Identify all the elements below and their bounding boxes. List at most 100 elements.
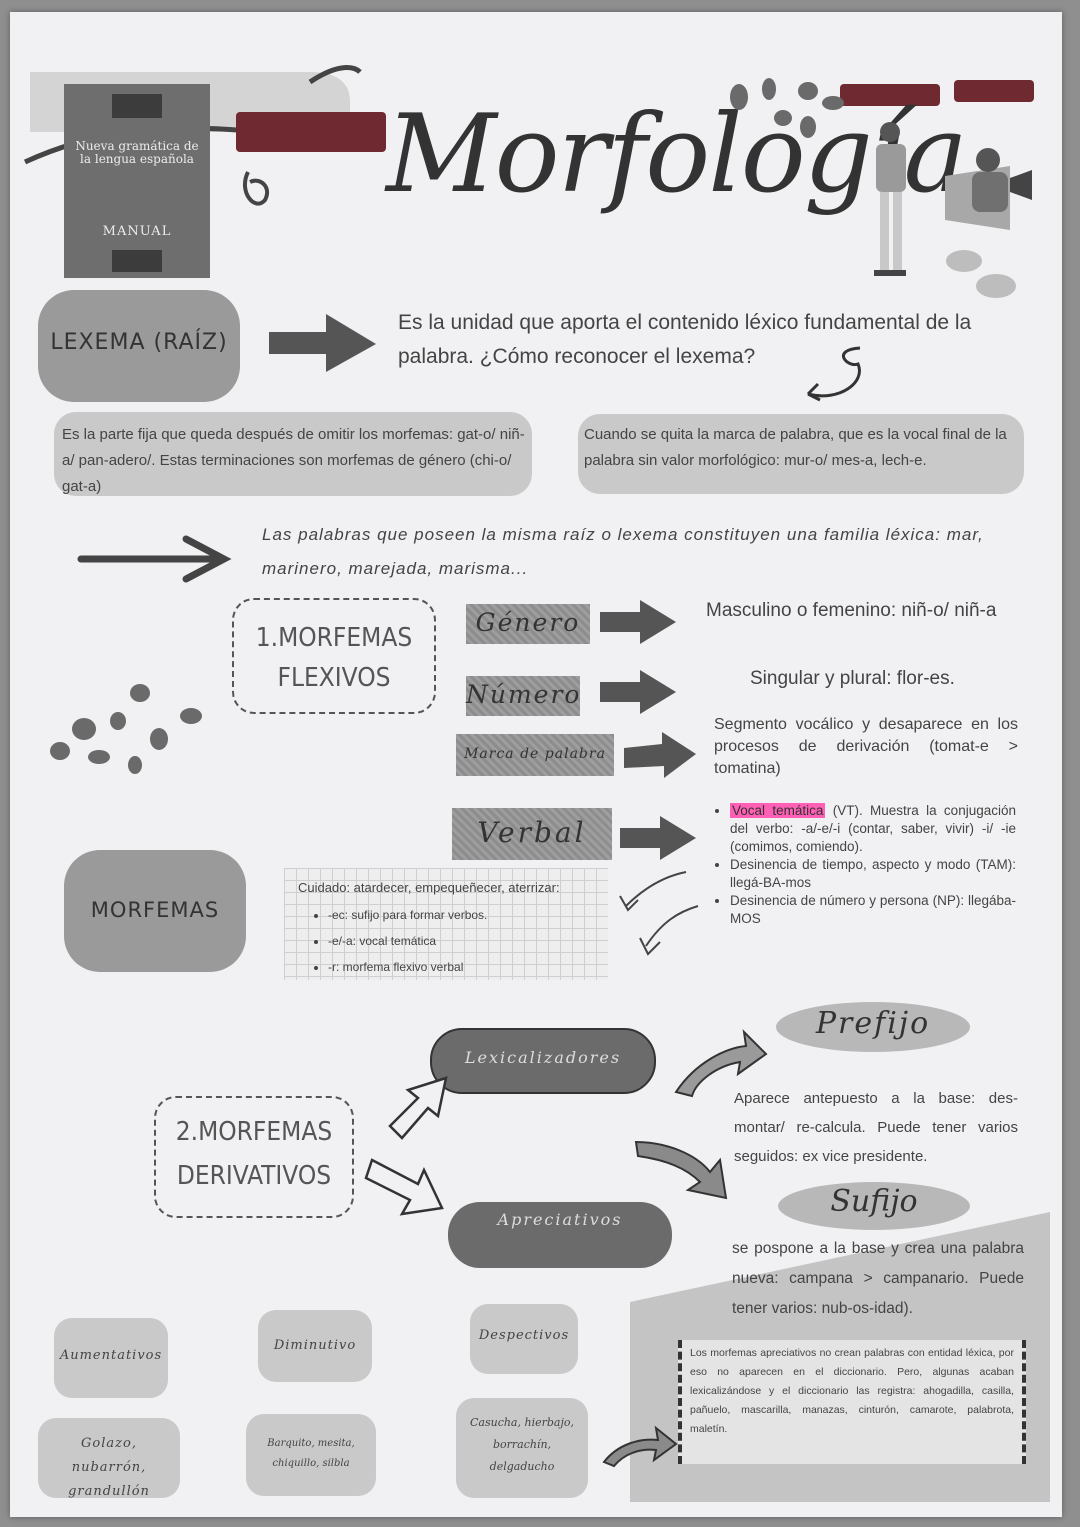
lexicalizadores-box: Lexicalizadores [430,1028,656,1094]
verbal-list: Vocal temática (VT). Muestra la conjugac… [710,802,1016,928]
flexivos-title-box: 1.MORFEMAS FLEXIVOS [232,598,436,714]
derivativos-title-box: 2.MORFEMAS DERIVATIVOS [154,1096,354,1218]
decorative-dot [180,708,202,724]
despectivos-examples-box: Casucha, hierbajo, borrachín, delgaducho [456,1398,588,1498]
numero-label: Número [466,680,582,709]
despectivos-label: Despectivos [478,1328,570,1343]
lexema-method-1: Es la parte fija que queda después de om… [62,426,525,495]
numero-description: Singular y plural: flor-es. [750,668,955,689]
book-cover-image: Nueva gramática de la lengua española MA… [64,84,210,278]
decorative-dot [730,84,748,110]
book-subtitle: MANUAL [102,224,172,239]
checkmark-arrows-icon [619,871,699,956]
decorative-dot [72,718,96,740]
decorative-dot [110,712,126,730]
decorative-dot [50,742,70,760]
aumentativos-box: Aumentativos [54,1318,168,1398]
redacted-text [840,84,940,106]
cuidado-note: Cuidado: atardecer, empequeñecer, aterri… [284,868,608,980]
arrow-right-icon [77,535,232,583]
arrow-right-icon [624,732,696,778]
verbal-item-vt: Vocal temática (VT). Muestra la conjugac… [730,802,1016,856]
decorative-dot [130,684,150,702]
decorative-dot [800,116,816,138]
aumentativos-examples: Golazo, nubarrón, grandullón [68,1436,150,1499]
lexical-family-text: Las palabras que poseen la misma raíz o … [262,525,984,578]
verbal-label-box: Verbal [452,808,612,860]
verbal-label: Verbal [477,816,587,849]
decorative-dot [128,756,142,774]
diminutivo-examples: Barquito, mesita, chiquillo, silbla [267,1438,355,1469]
marca-description: Segmento vocálico y desaparece en los pr… [714,716,1018,777]
decorative-dot [762,78,776,100]
curved-arrow-icon [634,1140,728,1200]
arrow-down-right-icon [364,1158,444,1216]
morfemas-label: MORFEMAS [90,898,220,922]
redacted-text [954,80,1034,102]
lexema-method-2: Cuando se quita la marca de palabra, que… [584,426,1007,469]
apreciativos-box: Apreciativos [448,1202,672,1268]
arrow-right-icon [620,816,696,860]
people-illustration-icon [874,122,1032,276]
decorative-dot [946,250,982,272]
diminutivo-examples-box: Barquito, mesita, chiquillo, silbla [246,1414,376,1496]
decorative-dot [976,274,1016,298]
apreciativos-label: Apreciativos [497,1210,623,1229]
apreciativos-note: Los morfemas apreciativos no crean palab… [678,1340,1026,1464]
genero-description: Masculino o femenino: niñ-o/ niñ-a [706,600,997,621]
marca-label: Marca de palabra [464,746,606,762]
arrow-right-icon [600,670,676,714]
aumentativos-label: Aumentativos [59,1348,163,1363]
diminutivo-box: Diminutivo [258,1310,372,1382]
arrow-right-icon [269,314,376,372]
cuidado-list: -ec: sufijo para formar verbos. -e/-a: v… [308,902,598,980]
apreciativos-note-text: Los morfemas apreciativos no crean palab… [690,1347,1014,1435]
emblem-icon [112,250,162,272]
emblem-icon [112,94,162,118]
book-title: Nueva gramática de la lengua española [75,139,199,166]
sufijo-label-box: Sufijo [778,1182,970,1230]
derivativos-title: 2.MORFEMAS DERIVATIVOS [175,1117,333,1191]
lexema-method-box: Cuando se quita la marca de palabra, que… [578,414,1024,494]
decorative-dot [822,96,844,110]
prefijo-label: Prefijo [815,1006,931,1041]
page-title: Morfología [386,92,968,217]
verbal-item-np: Desinencia de número y persona (NP): lle… [730,892,1016,928]
numero-label-box: Número [466,676,580,716]
derivativos-arrows [364,1029,768,1216]
cuidado-item: -r: morfema flexivo verbal [328,954,598,980]
marca-label-box: Marca de palabra [456,734,614,776]
curved-arrow-icon [602,1425,678,1468]
arrow-right-icon [600,600,676,644]
decorative-dot [150,728,168,750]
verbal-item-tam: Desinencia de tiempo, aspecto y modo (TA… [730,856,1016,892]
flexivos-title: 1.MORFEMAS FLEXIVOS [255,623,413,693]
lexicalizadores-label: Lexicalizadores [464,1048,622,1067]
cuidado-title: Cuidado: atardecer, empequeñecer, aterri… [298,880,560,895]
curved-arrow-icon [806,346,861,402]
morfemas-label-box: MORFEMAS [64,850,246,972]
lexema-label-box: LEXEMA (RAÍZ) [38,290,240,402]
arrow-up-right-icon [388,1076,448,1140]
prefijo-label-box: Prefijo [776,1002,970,1052]
highlighted-term: Vocal temática [730,803,826,818]
curved-arrow-icon [674,1029,768,1098]
decorative-dot [774,110,792,126]
sufijo-description: se pospone a la base y crea una palabra … [732,1240,1024,1317]
genero-label: Género [475,608,581,637]
cuidado-item: -e/-a: vocal temática [328,928,598,954]
lexema-method-box: Es la parte fija que queda después de om… [54,412,532,496]
redacted-text [236,112,386,152]
lexema-label: LEXEMA (RAÍZ) [50,330,228,355]
document-page: Nueva gramática de la lengua española MA… [10,12,1062,1517]
despectivos-box: Despectivos [470,1304,578,1374]
decorative-dot [798,82,818,100]
cuidado-item: -ec: sufijo para formar verbos. [328,902,598,928]
sufijo-label: Sufijo [830,1184,918,1219]
aumentativos-examples-box: Golazo, nubarrón, grandullón [38,1418,180,1499]
lexema-definition: Es la unidad que aporta el contenido léx… [398,311,972,368]
decorative-dot [88,750,110,764]
arrows-column [600,600,696,860]
genero-label-box: Género [466,604,590,644]
diminutivo-label: Diminutivo [273,1338,357,1353]
